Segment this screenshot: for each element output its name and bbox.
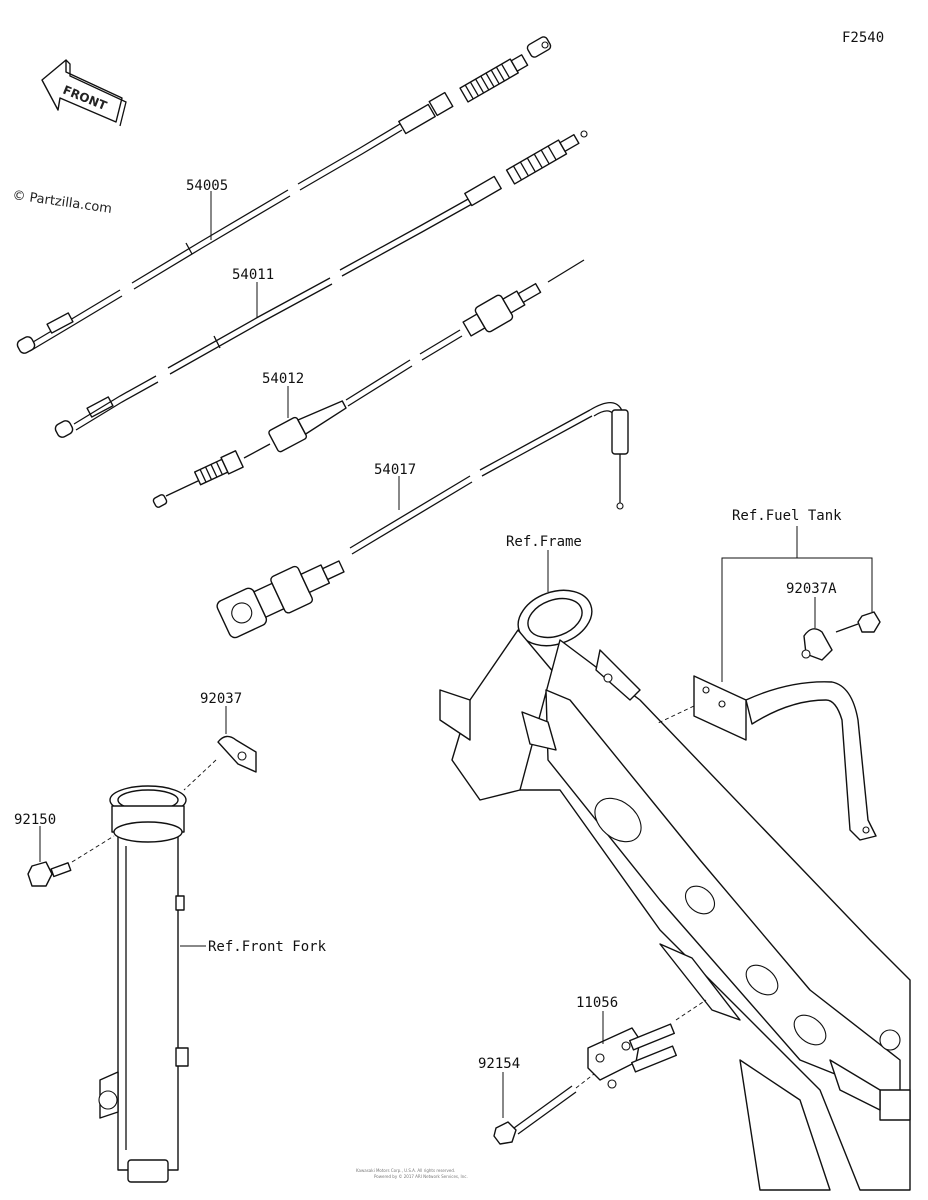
cable-54011[interactable] — [54, 130, 588, 439]
callout-11056: 11056 — [576, 995, 618, 1011]
frame — [439, 589, 911, 1191]
front-arrow-icon: FRONT — [41, 59, 127, 127]
bolt-92150[interactable] — [27, 835, 115, 887]
callout-92037: 92037 — [200, 691, 242, 707]
callout-54012: 54012 — [262, 371, 304, 387]
cable-54005[interactable] — [16, 35, 552, 354]
cable-54017[interactable] — [215, 402, 629, 640]
callout-54005: 54005 — [186, 178, 228, 194]
ref-fuel-tank: Ref.Fuel Tank — [732, 508, 842, 524]
footer-fineprint-2: Powered by © 2017 ARI Network Services, … — [374, 1174, 468, 1179]
watermark-text: © Partzilla.com — [11, 188, 112, 217]
ref-front-fork: Ref.Front Fork — [208, 939, 327, 955]
front-fork — [98, 785, 189, 1183]
clamp-92037a[interactable] — [801, 611, 881, 661]
bolt-92154[interactable] — [493, 1073, 595, 1145]
callout-92037a: 92037A — [786, 581, 837, 597]
callout-54011: 54011 — [232, 267, 274, 283]
footer-fineprint-1: Kawasaki Motors Corp., U.S.A. All rights… — [356, 1168, 455, 1173]
fuel-tank-bracket — [655, 675, 877, 841]
callout-92154: 92154 — [478, 1056, 520, 1072]
clamp-92037[interactable] — [183, 735, 257, 791]
cable-54012[interactable] — [152, 259, 585, 508]
callout-92150: 92150 — [14, 812, 56, 828]
bracket-11056[interactable] — [587, 999, 707, 1089]
ref-frame: Ref.Frame — [506, 534, 582, 550]
callout-54017: 54017 — [374, 462, 416, 478]
diagram-code: F2540 — [842, 30, 884, 46]
